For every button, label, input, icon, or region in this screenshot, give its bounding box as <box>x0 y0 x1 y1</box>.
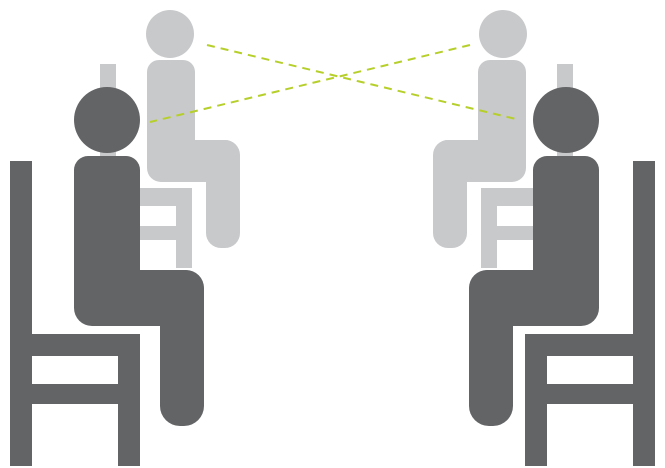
seating-diagram <box>0 0 665 468</box>
